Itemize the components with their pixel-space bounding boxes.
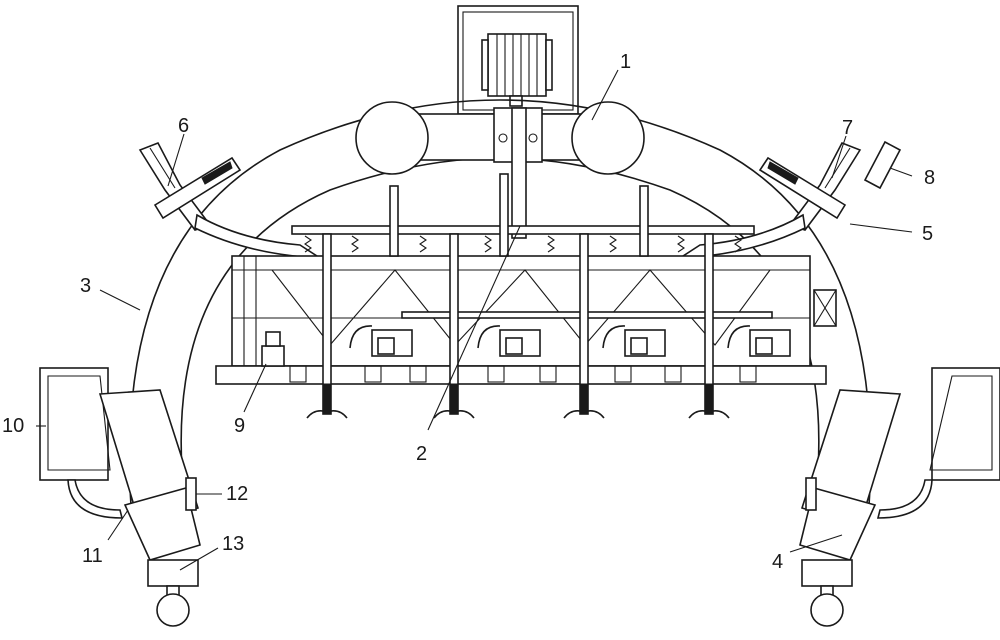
label-10: 10: [2, 415, 24, 437]
leader-lines: [36, 69, 913, 571]
label-3: 3: [80, 275, 91, 297]
label-5: 5: [922, 223, 933, 245]
label-1: 1: [620, 51, 631, 73]
left-tube-assembly: [138, 141, 323, 259]
carriage: [215, 173, 837, 415]
tines: [306, 383, 730, 419]
top-beam: [355, 101, 645, 239]
part-labels: 1 2 3 4 5 6 7 8 9 10 11 12 13: [2, 51, 935, 573]
label-13: 13: [222, 533, 244, 555]
label-6: 6: [178, 115, 189, 137]
label-12: 12: [226, 483, 248, 505]
left-leg: [39, 367, 201, 627]
label-8: 8: [924, 167, 935, 189]
label-9: 9: [234, 415, 245, 437]
right-leg: [799, 367, 1000, 627]
label-4: 4: [772, 551, 783, 573]
label-7: 7: [842, 117, 853, 139]
motor-frame: [457, 5, 579, 115]
label-2: 2: [416, 443, 427, 465]
label-11: 11: [82, 545, 103, 567]
